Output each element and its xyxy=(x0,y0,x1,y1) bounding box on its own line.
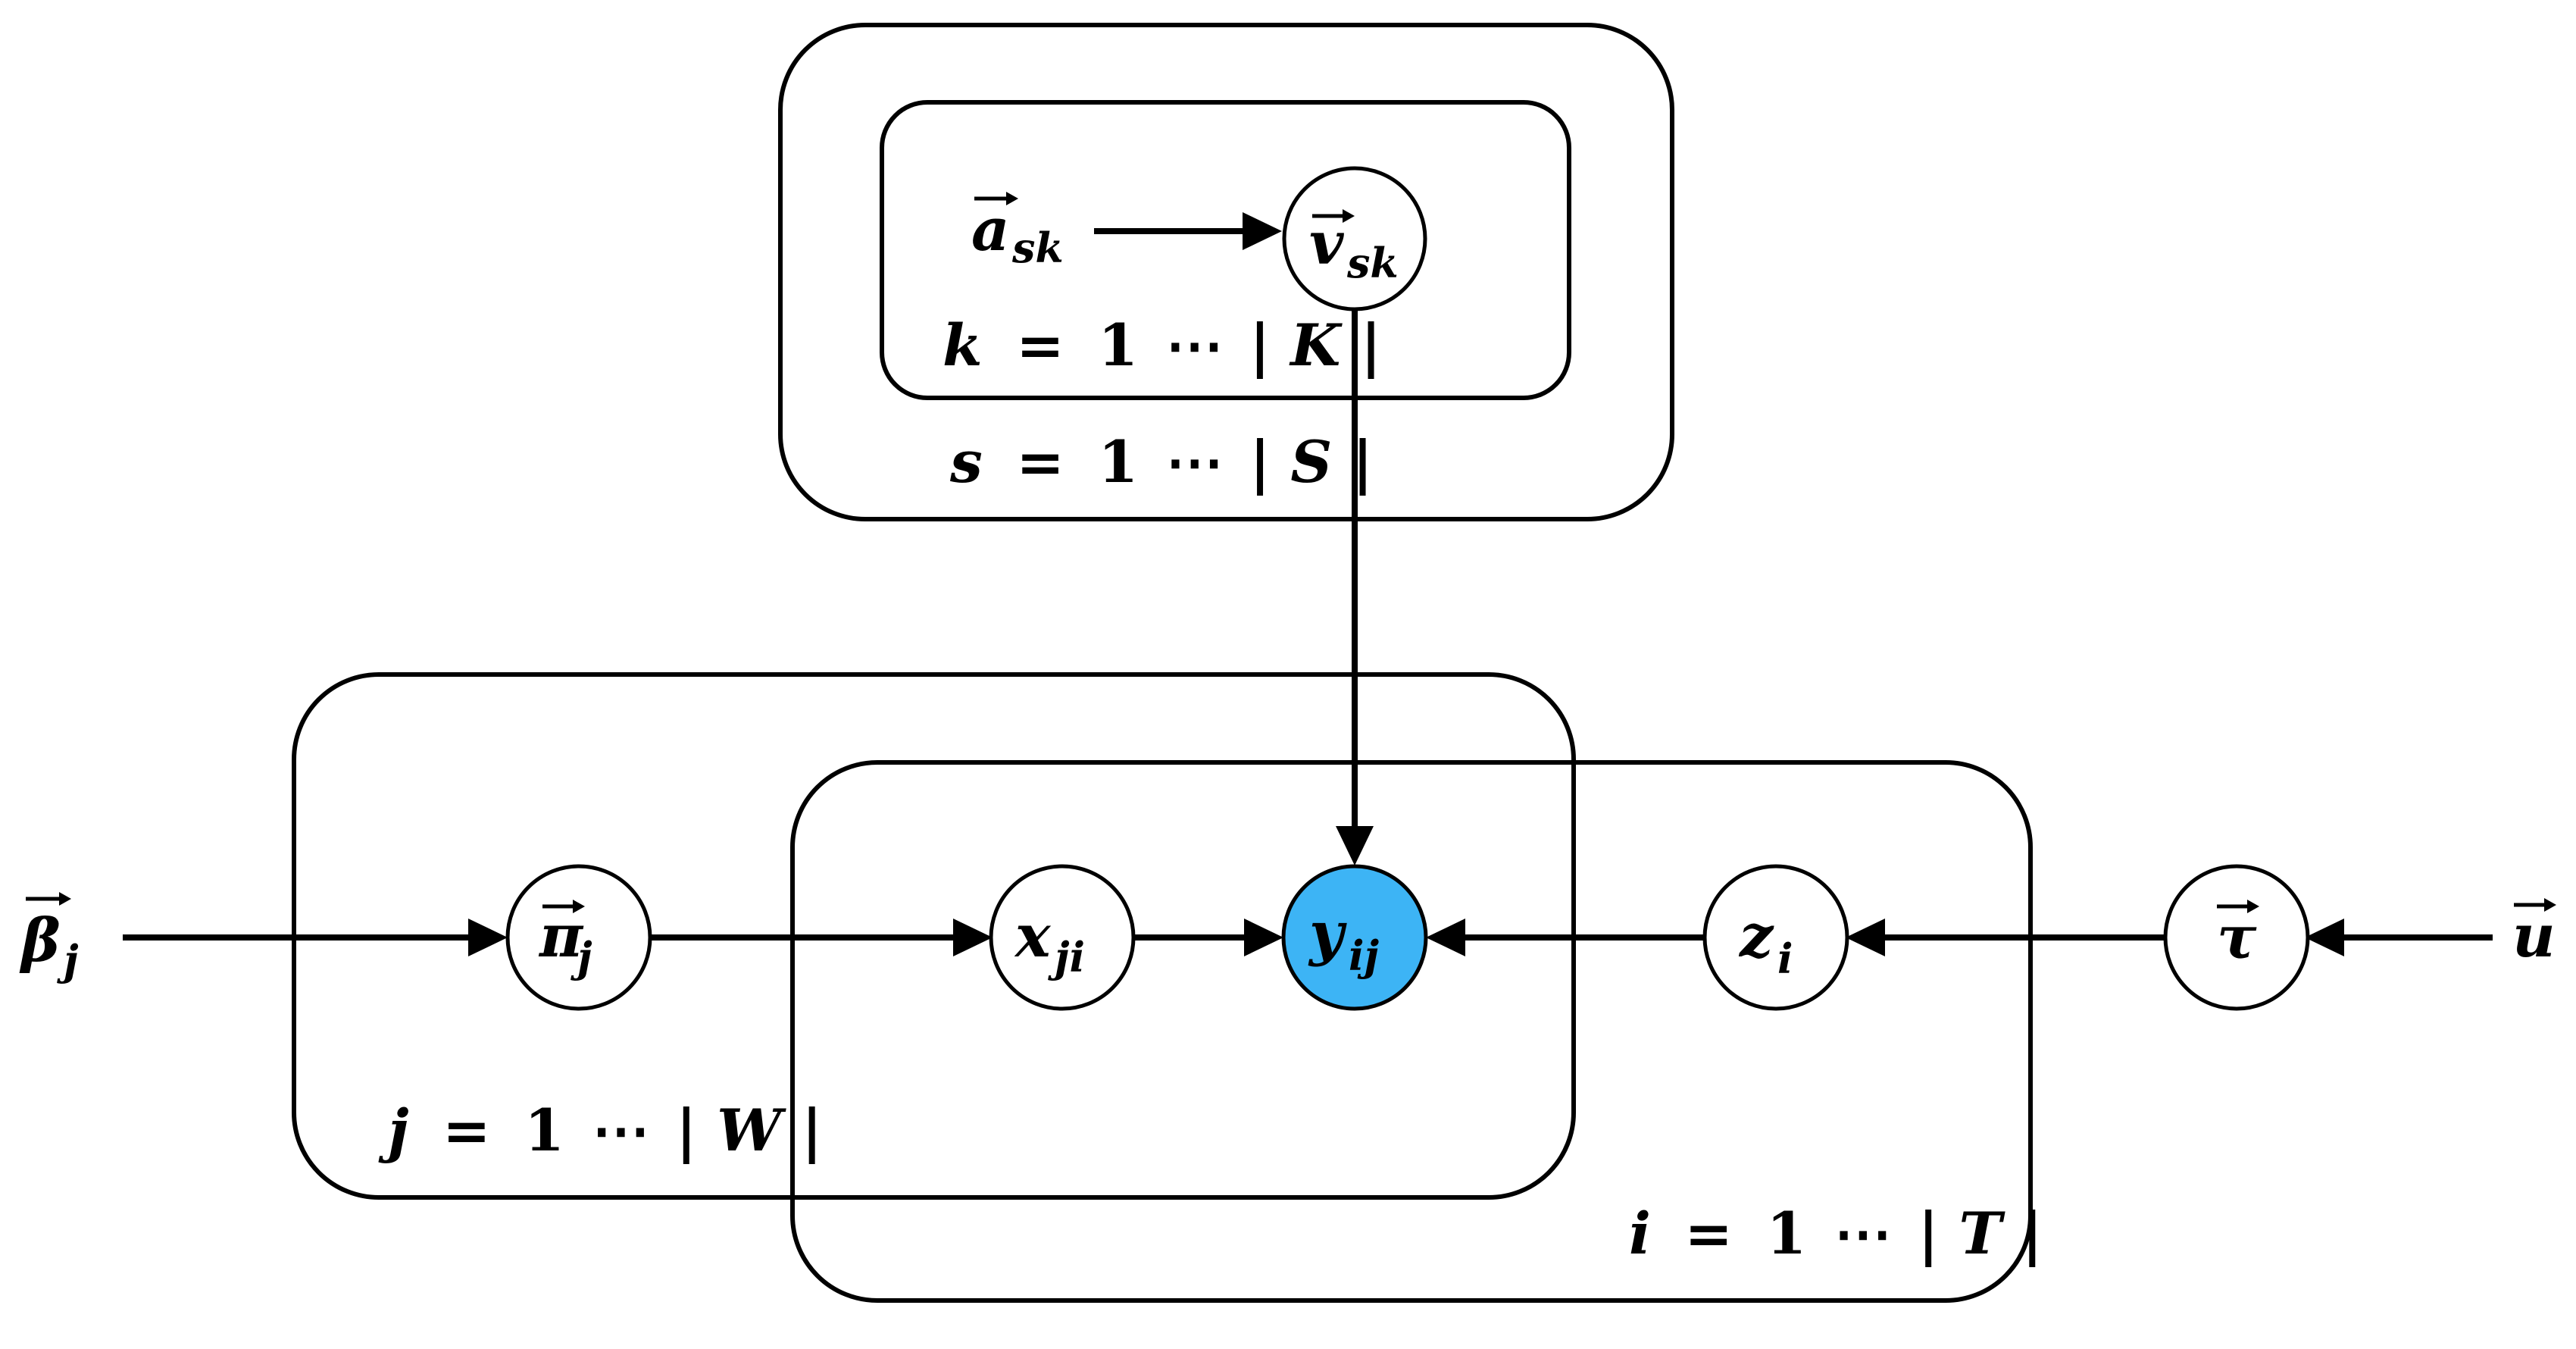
vector-arrow-icon xyxy=(974,192,1018,205)
plate-k-one: 1 xyxy=(1098,311,1138,379)
node-z-i-circle xyxy=(1702,864,1849,1011)
node-a-symbol: a xyxy=(971,196,1010,264)
plate-i-index: i xyxy=(1629,1200,1651,1267)
plate-j-label: j = 1 ⋯ | W | xyxy=(378,1097,823,1165)
node-tau-symbol: τ xyxy=(2217,903,2257,972)
plate-j-bar-right: | xyxy=(802,1097,823,1165)
node-z-subscript: i xyxy=(1777,934,1793,983)
node-z-symbol: z xyxy=(1738,902,1774,971)
node-z-i: z i xyxy=(1738,902,1793,983)
edge-x-to-y xyxy=(1132,919,1283,956)
svg-text:j = 1 ⋯: j = 1 ⋯ | W | xyxy=(378,1097,823,1165)
plate-s-set: S xyxy=(1290,428,1332,496)
node-pi-j-circle xyxy=(505,864,652,1011)
svg-text:i = 1 ⋯: i = 1 ⋯ | T | xyxy=(1629,1200,2043,1268)
plate-i-label: i = 1 ⋯ | T | xyxy=(1629,1200,2043,1268)
node-y-ij-circle xyxy=(1281,864,1428,1011)
plate-s-label: s = 1 ⋯ | S | xyxy=(949,428,1373,496)
plate-s-index: s xyxy=(949,428,983,496)
node-y-subscript: ij xyxy=(1349,931,1380,980)
edge-a-to-v xyxy=(1094,212,1282,250)
plate-k-index: k xyxy=(943,311,983,379)
plate-j-one: 1 xyxy=(524,1097,564,1164)
plate-i-equals: = xyxy=(1684,1200,1733,1267)
plate-i-bar-left: | xyxy=(1918,1200,1939,1268)
plate-j-index: j xyxy=(378,1097,409,1164)
plate-k-bar-left: | xyxy=(1249,311,1271,380)
vector-arrow-icon xyxy=(26,892,71,906)
node-y-ij: y ij xyxy=(1308,899,1380,980)
vector-arrow-icon xyxy=(1312,209,1355,223)
node-u: u xyxy=(2512,898,2556,971)
node-pi-j: π j xyxy=(538,900,592,981)
plate-s-bar-right: | xyxy=(1352,428,1374,496)
plate-j-bar-left: | xyxy=(676,1097,697,1165)
plate-s-equals: = xyxy=(1016,428,1064,496)
plate-k-dots: ⋯ xyxy=(1166,311,1224,379)
node-v-subscript: sk xyxy=(1346,239,1399,287)
node-v-symbol: v xyxy=(1309,209,1345,278)
vector-arrow-icon xyxy=(2217,900,2259,913)
plate-s xyxy=(778,23,1674,521)
edge-tau-to-z xyxy=(1846,919,2167,956)
edge-pi-to-x xyxy=(650,919,993,956)
vector-arrow-icon xyxy=(542,900,585,913)
plate-s-bar-left: | xyxy=(1249,428,1271,496)
node-a-subscript: sk xyxy=(1011,224,1064,272)
vector-arrow-icon xyxy=(2514,898,2556,912)
edge-z-to-y xyxy=(1426,919,1706,956)
plate-k xyxy=(880,100,1571,400)
node-tau: τ xyxy=(2217,900,2259,972)
node-a-sk: a sk xyxy=(971,192,1064,272)
edge-beta-to-pi xyxy=(123,919,508,956)
node-v-sk: v sk xyxy=(1309,209,1399,287)
plate-i-bar-right: | xyxy=(2021,1200,2043,1268)
node-x-symbol: x xyxy=(1014,902,1052,971)
plate-i-dots: ⋯ xyxy=(1834,1200,1892,1267)
plate-i-set: T xyxy=(1959,1200,2005,1267)
node-x-ji: x ji xyxy=(1014,902,1085,981)
plate-i xyxy=(790,760,2033,1303)
node-beta-symbol: β xyxy=(19,906,61,975)
node-y-symbol: y xyxy=(1308,899,1347,968)
plate-j-equals: = xyxy=(442,1097,491,1164)
node-pi-symbol: π xyxy=(538,902,584,971)
plate-j-set: W xyxy=(717,1097,786,1164)
node-v-sk-circle xyxy=(1282,166,1427,311)
plate-j-dots: ⋯ xyxy=(592,1097,649,1164)
plate-s-dots: ⋯ xyxy=(1166,428,1224,496)
plate-s-one: 1 xyxy=(1098,428,1138,496)
node-u-symbol: u xyxy=(2512,902,2556,971)
plate-k-equals: = xyxy=(1016,311,1064,379)
plate-k-set: K xyxy=(1289,311,1343,379)
node-tau-circle xyxy=(2163,864,2310,1011)
svg-text:k = 1 ⋯: k = 1 ⋯ | K | xyxy=(943,311,1381,380)
node-x-subscript: ji xyxy=(1048,933,1085,981)
edge-u-to-tau xyxy=(2305,919,2493,956)
plate-k-label: k = 1 ⋯ | K | xyxy=(943,311,1381,380)
node-beta-j: β j xyxy=(19,892,79,984)
svg-text:s = 1 ⋯: s = 1 ⋯ | S | xyxy=(949,428,1373,496)
plate-i-one: 1 xyxy=(1767,1200,1807,1267)
node-x-ji-circle xyxy=(989,864,1136,1011)
plate-k-bar-right: | xyxy=(1361,311,1382,380)
edge-v-to-y xyxy=(1336,309,1374,865)
